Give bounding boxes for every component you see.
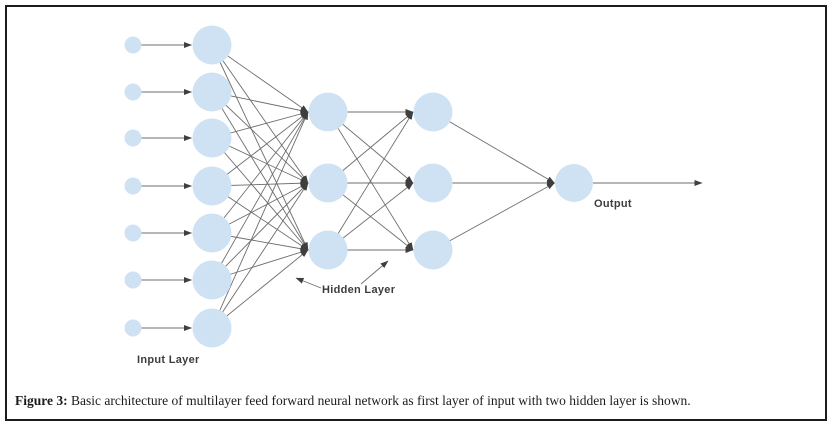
hidden-layer2-node (413, 92, 453, 132)
figure-caption-text: Basic architecture of multilayer feed fo… (67, 393, 691, 408)
output-node (555, 164, 593, 202)
input-to-hidden1-line (211, 111, 309, 187)
input-node (124, 177, 142, 195)
hidden2-to-output-line (432, 111, 555, 184)
output-label: Output (594, 198, 632, 210)
hidden2-to-output-line (432, 182, 555, 251)
input-layer-node (192, 118, 232, 158)
input-to-hidden1-line (211, 91, 309, 184)
input-layer-label: Input Layer (137, 354, 200, 366)
hidden-layer-annotation-arrow (295, 277, 322, 289)
input-node (124, 319, 142, 337)
hidden1-to-hidden2-line (327, 111, 414, 251)
input-node (124, 129, 142, 147)
input-to-hidden1-line (211, 91, 309, 251)
hidden-layer2-node (413, 163, 453, 203)
hidden-layer1-node (308, 230, 348, 270)
input-to-hidden1-line (211, 44, 309, 113)
input-to-hidden1-line (211, 249, 309, 329)
input-to-hidden1-line (211, 44, 309, 184)
input-layer-node (192, 25, 232, 65)
figure-caption: Figure 3: Basic architecture of multilay… (15, 392, 815, 409)
input-to-hidden1-line (211, 111, 309, 234)
input-to-hidden1-line (211, 111, 309, 329)
input-to-hidden1-line (211, 182, 309, 329)
input-to-hidden1-line (211, 44, 309, 251)
input-to-hidden1-line (211, 182, 309, 281)
input-layer-node (192, 213, 232, 253)
hidden-layer-annotation-arrow (360, 260, 389, 285)
hidden-layer-label: Hidden Layer (322, 284, 396, 296)
figure-border (5, 5, 827, 421)
input-layer-node (192, 72, 232, 112)
hidden-layer1-node (308, 163, 348, 203)
input-layer-node (192, 166, 232, 206)
input-to-hidden1-line (211, 137, 309, 251)
input-layer-node (192, 308, 232, 348)
input-node (124, 271, 142, 289)
input-node (124, 224, 142, 242)
hidden-layer2-node (413, 230, 453, 270)
hidden-layer1-node (308, 92, 348, 132)
figure-caption-number: Figure 3: (15, 393, 68, 408)
input-layer-node (192, 260, 232, 300)
input-node (124, 83, 142, 101)
network-nodes (124, 25, 593, 348)
input-node (124, 36, 142, 54)
input-to-hidden1-line (211, 111, 309, 281)
